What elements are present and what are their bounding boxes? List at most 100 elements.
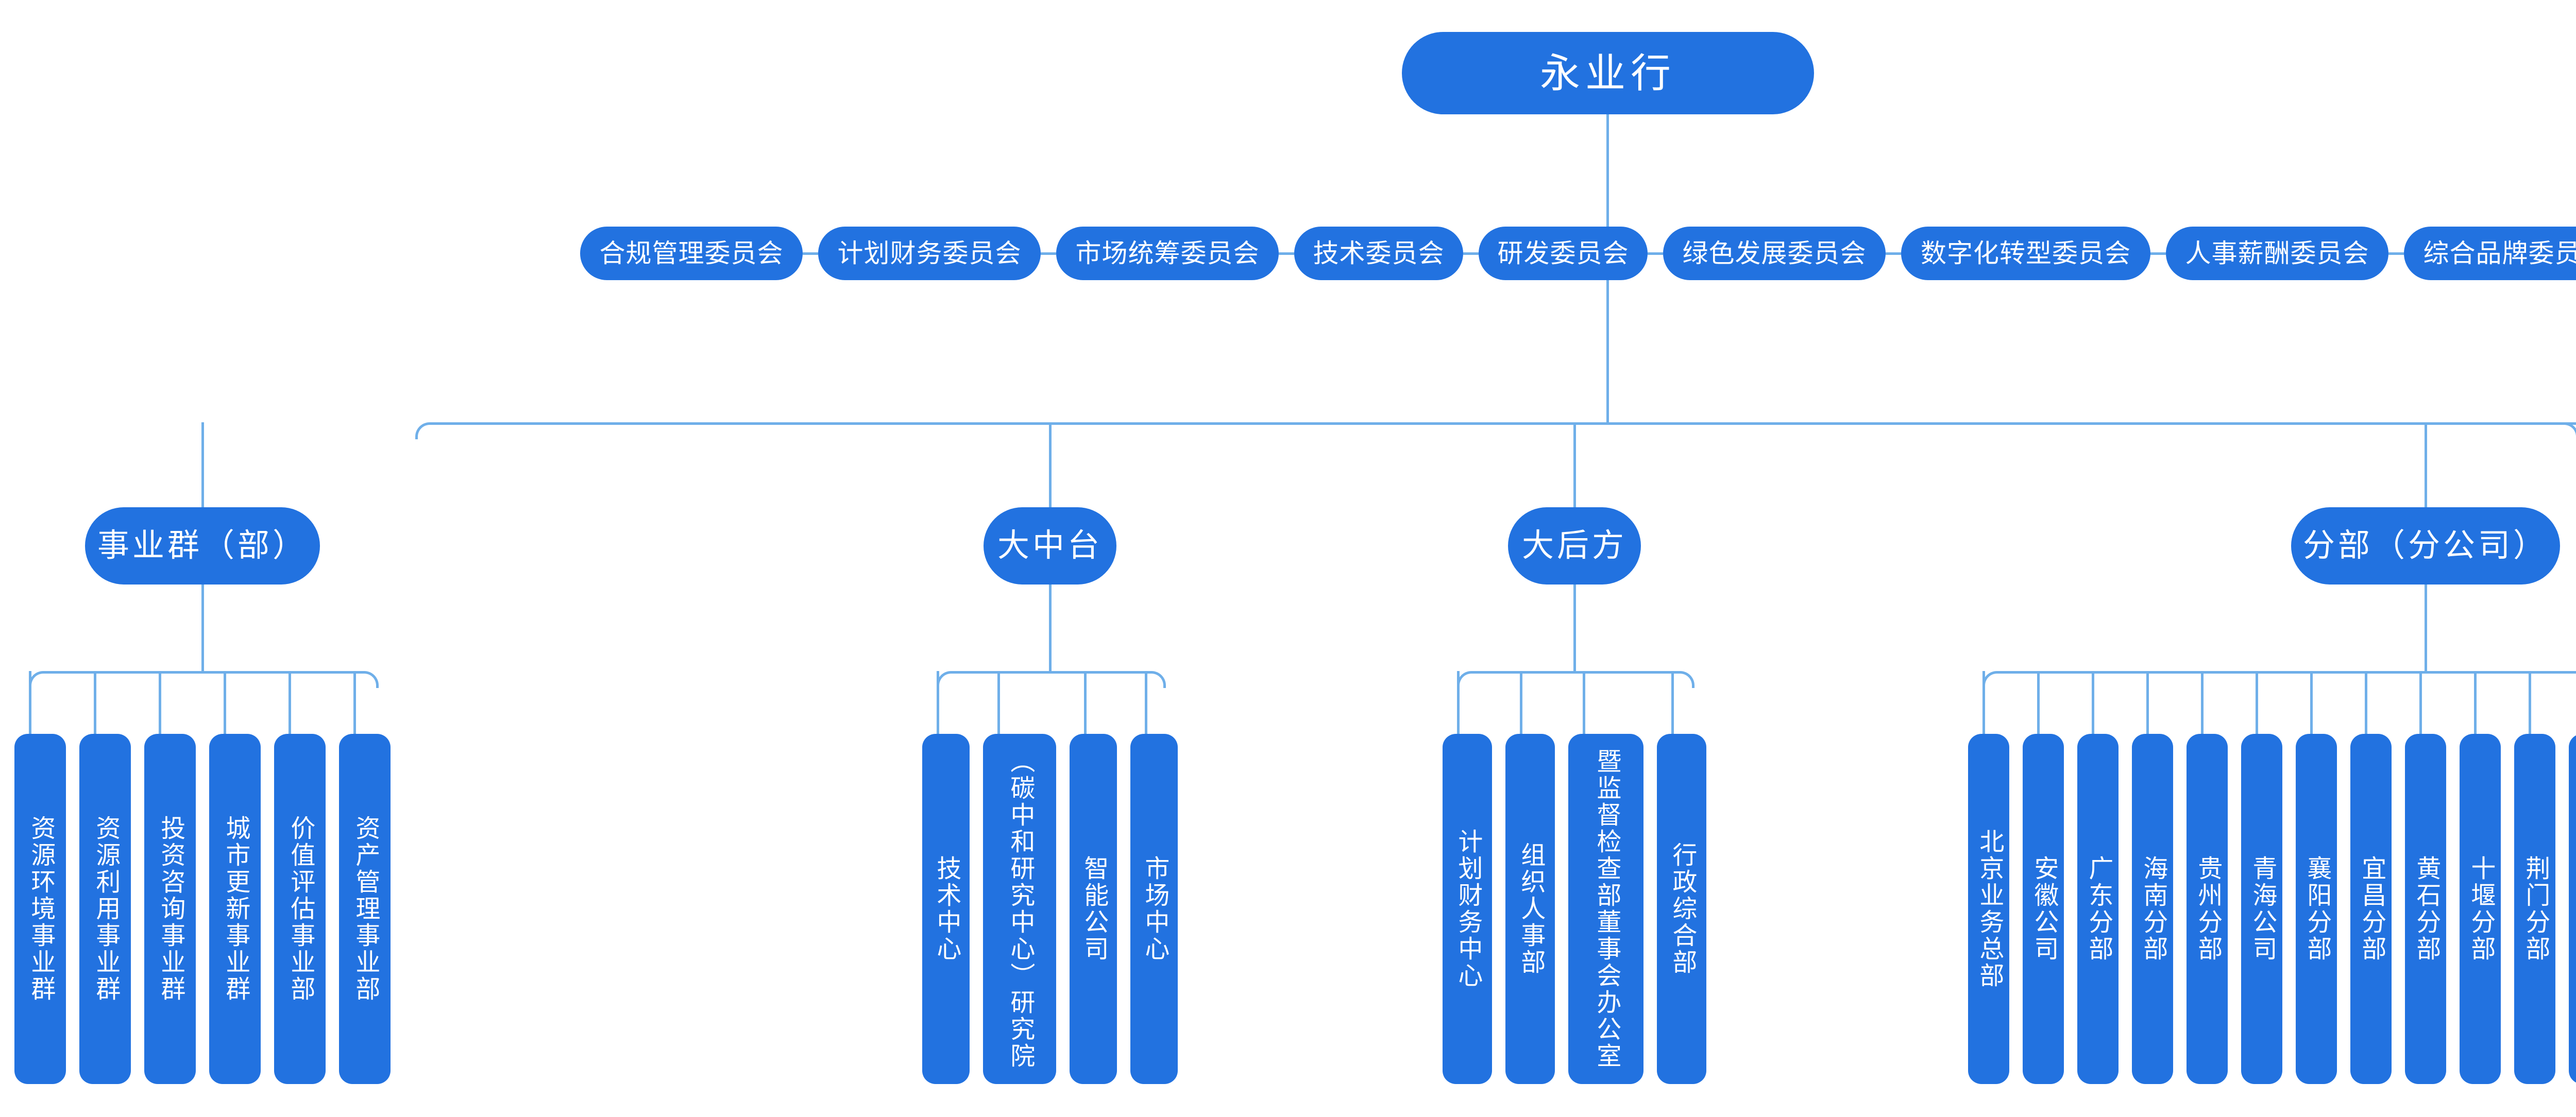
connector-leaf-drop-3-4 [1671, 671, 1674, 734]
leaf-label: 广东分部 [2084, 855, 2112, 963]
connector-leaf-drop-4-4 [2146, 671, 2149, 734]
leaf-label: 智能公司 [1080, 855, 1108, 963]
connector-leaf-drop-1-6 [353, 671, 356, 734]
leaf-node-4-8[interactable]: 宜昌分部 [2350, 734, 2392, 1084]
connector-committee-link-1 [803, 252, 818, 255]
division-node-1[interactable]: 事业群（部） [85, 507, 320, 585]
committee-box-1[interactable]: 合规管理委员会 [580, 227, 803, 280]
committee-box-8[interactable]: 人事薪酬委员会 [2166, 227, 2388, 280]
leaf-label: 行政综合部 [1668, 842, 1696, 976]
leaf-node-3-2[interactable]: 组织人事部 [1505, 734, 1555, 1084]
connector-division-bus [430, 422, 2576, 425]
leaf-label: 城市更新事业群 [222, 815, 249, 1003]
leaf-node-4-2[interactable]: 安徽公司 [2023, 734, 2064, 1084]
connector-leaf-drop-2-4 [1145, 671, 1147, 734]
connector-committee-to-divisions [1606, 280, 1609, 423]
connector-division-stem-4 [2425, 422, 2427, 507]
division-label: 大后方 [1521, 528, 1627, 564]
committee-box-7[interactable]: 数字化转型委员会 [1901, 227, 2150, 280]
connector-division-stem-1 [201, 422, 204, 507]
leaf-node-4-5[interactable]: 贵州分部 [2187, 734, 2228, 1084]
connector-leaf-drop-3-2 [1520, 671, 1522, 734]
leaf-label: 黄石分部 [2412, 855, 2440, 963]
committee-box-4[interactable]: 技术委员会 [1294, 227, 1463, 280]
division-node-2[interactable]: 大中台 [984, 507, 1116, 585]
connector-leaf-drop-4-8 [2365, 671, 2367, 734]
connector-leaf-drop-2-1 [937, 671, 939, 734]
connector-leafbus-1 [43, 671, 362, 674]
leaf-label-column-left: 董事会办公室 [1592, 909, 1620, 1070]
leaf-node-1-3[interactable]: 投资咨询事业群 [144, 734, 196, 1084]
leaf-label: 贵州分部 [2194, 855, 2222, 963]
committee-box-9[interactable]: 综合品牌委员会 [2404, 227, 2576, 280]
leaf-label: 价值评估事业部 [286, 815, 314, 1003]
leaf-node-2-4[interactable]: 市场中心 [1130, 734, 1178, 1084]
connector-leafbus-right-corner-2 [1149, 671, 1166, 688]
leaf-node-4-10[interactable]: 十堰分部 [2460, 734, 2501, 1084]
connector-division-to-leafbus-4 [2425, 585, 2427, 671]
leaf-label-column-right: 暨监督检查部 [1592, 748, 1620, 909]
connector-leaf-drop-1-2 [94, 671, 96, 734]
leaf-label: 宜昌分部 [2358, 855, 2385, 963]
committee-label: 研发委员会 [1497, 238, 1629, 268]
committee-box-5[interactable]: 研发委员会 [1479, 227, 1648, 280]
committee-box-6[interactable]: 绿色发展委员会 [1663, 227, 1886, 280]
connector-leaf-drop-3-1 [1457, 671, 1460, 734]
leaf-node-4-9[interactable]: 黄石分部 [2405, 734, 2446, 1084]
leaf-node-1-1[interactable]: 资源环境事业群 [14, 734, 66, 1084]
division-node-3[interactable]: 大后方 [1508, 507, 1641, 585]
leaf-label: 投资咨询事业群 [157, 815, 184, 1003]
leaf-node-3-4[interactable]: 行政综合部 [1657, 734, 1706, 1084]
committee-box-2[interactable]: 计划财务委员会 [818, 227, 1041, 280]
root-node-yongyehang[interactable]: 永业行 [1402, 32, 1814, 114]
leaf-node-1-6[interactable]: 资产管理事业部 [339, 734, 391, 1084]
leaf-label: 青海公司 [2248, 855, 2276, 963]
leaf-node-4-1[interactable]: 北京业务总部 [1968, 734, 2009, 1084]
leaf-node-4-12[interactable]: 鄂州分部 [2569, 734, 2576, 1084]
leaf-label: 海南分部 [2139, 855, 2167, 963]
committee-label: 市场统筹委员会 [1075, 238, 1260, 268]
committee-label: 技术委员会 [1313, 238, 1445, 268]
leaf-node-4-11[interactable]: 荆门分部 [2514, 734, 2555, 1084]
leaf-node-3-1[interactable]: 计划财务中心 [1443, 734, 1492, 1084]
leaf-node-2-3[interactable]: 智能公司 [1070, 734, 1117, 1084]
committee-label: 绿色发展委员会 [1682, 238, 1867, 268]
connector-committee-link-4 [1463, 252, 1479, 255]
connector-committee-link-7 [2150, 252, 2166, 255]
connector-division-stem-3 [1573, 422, 1576, 507]
leaf-node-2-1[interactable]: 技术中心 [922, 734, 970, 1084]
connector-division-to-leafbus-3 [1573, 585, 1576, 671]
division-label: 分部（分公司） [2302, 528, 2548, 564]
connector-leafbus-right-corner-3 [1677, 671, 1694, 688]
committee-box-3[interactable]: 市场统筹委员会 [1056, 227, 1279, 280]
connector-division-to-leafbus-2 [1049, 585, 1052, 671]
connector-leaf-drop-4-1 [1982, 671, 1985, 734]
leaf-node-2-2[interactable]: （碳中和研究中心）研究院 [983, 734, 1056, 1084]
leaf-node-4-7[interactable]: 襄阳分部 [2296, 734, 2337, 1084]
connector-leaf-drop-1-3 [159, 671, 161, 734]
leaf-node-3-3[interactable]: 暨监督检查部董事会办公室 [1568, 734, 1643, 1084]
connector-leaf-drop-4-6 [2256, 671, 2258, 734]
leaf-node-4-3[interactable]: 广东分部 [2077, 734, 2119, 1084]
division-node-4[interactable]: 分部（分公司） [2291, 507, 2560, 585]
connector-leafbus-4 [1997, 671, 2576, 674]
connector-leafbus-right-corner-1 [362, 671, 379, 688]
leaf-label: 技术中心 [933, 855, 960, 963]
connector-leaf-drop-1-5 [289, 671, 291, 734]
leaf-node-1-4[interactable]: 城市更新事业群 [209, 734, 261, 1084]
committee-label: 人事薪酬委员会 [2185, 238, 2369, 268]
connector-leaf-drop-4-11 [2529, 671, 2531, 734]
leaf-node-1-2[interactable]: 资源利用事业群 [79, 734, 131, 1084]
connector-leaf-drop-4-3 [2092, 671, 2094, 734]
connector-division-stem-2 [1049, 422, 1052, 507]
connector-committee-link-8 [2388, 252, 2404, 255]
leaf-node-4-4[interactable]: 海南分部 [2132, 734, 2173, 1084]
leaf-label: 荆门分部 [2521, 855, 2549, 963]
connector-leafbus-3 [1471, 671, 1677, 674]
leaf-node-1-5[interactable]: 价值评估事业部 [274, 734, 326, 1084]
committee-label: 数字化转型委员会 [1921, 238, 2131, 268]
leaf-node-4-6[interactable]: 青海公司 [2241, 734, 2282, 1084]
connector-leaf-drop-4-2 [2037, 671, 2040, 734]
connector-leafbus-2 [951, 671, 1149, 674]
connector-committee-link-6 [1886, 252, 1901, 255]
